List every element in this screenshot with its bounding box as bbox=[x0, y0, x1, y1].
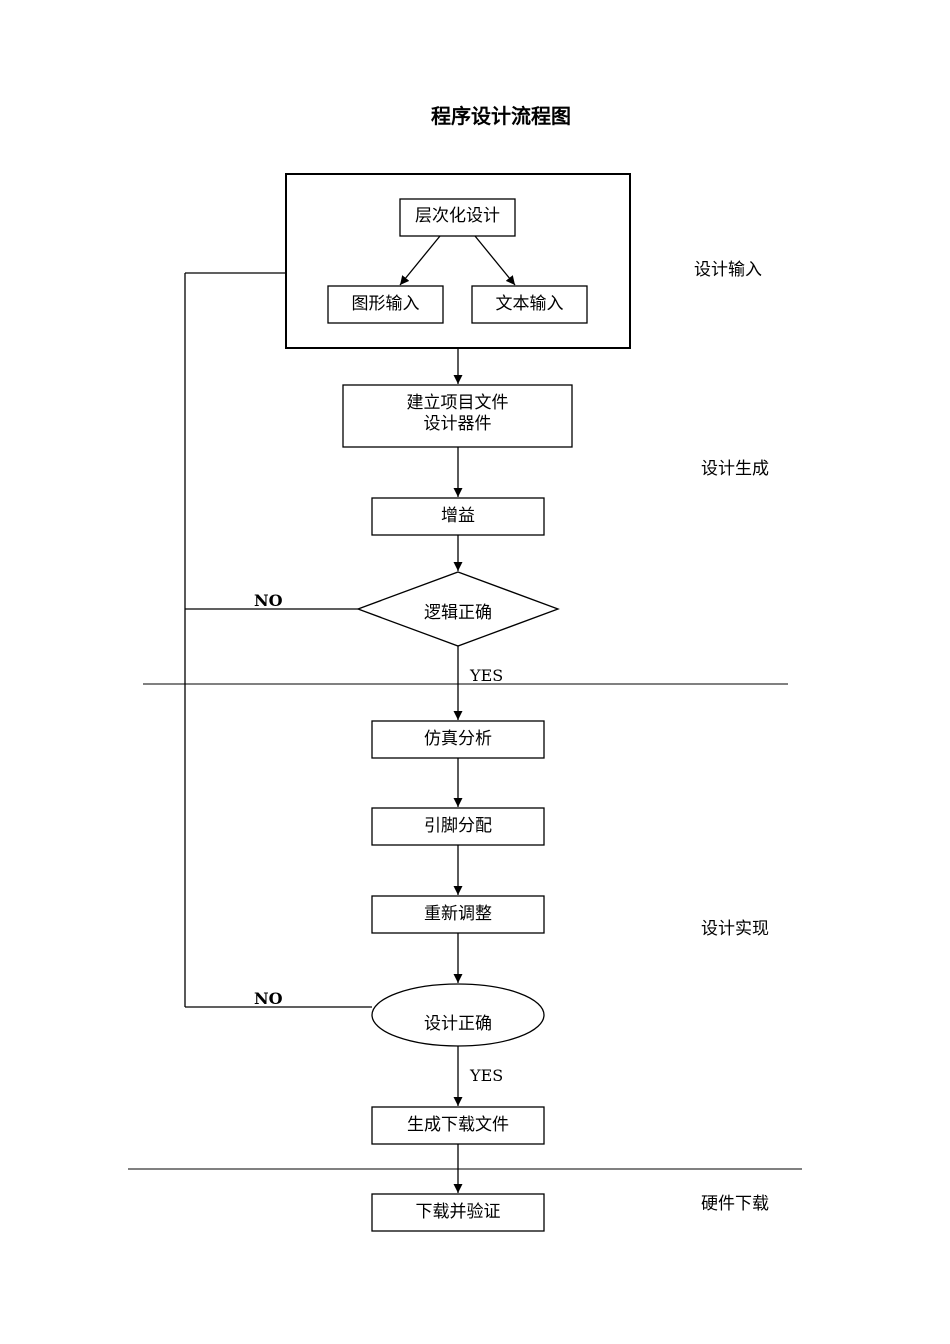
yes-label-design: YES bbox=[470, 1066, 504, 1085]
create-project-label-line1: 建立项目文件 bbox=[406, 393, 509, 413]
simulation-label: 仿真分析 bbox=[424, 729, 492, 749]
create-project-label-line2: 设计器件 bbox=[423, 414, 492, 434]
stage-label-hardware-download: 硬件下载 bbox=[701, 1194, 769, 1214]
hierarchical-design-box bbox=[399, 198, 516, 237]
download-verify-box bbox=[371, 1193, 545, 1232]
download-verify-label: 下载并验证 bbox=[415, 1202, 501, 1222]
arrow-to-graphic-input bbox=[399, 235, 441, 286]
text-input-label: 文本输入 bbox=[495, 294, 564, 314]
stage-label-design-input: 设计输入 bbox=[694, 260, 762, 280]
graphic-input-label: 图形输入 bbox=[351, 294, 420, 314]
readjust-label: 重新调整 bbox=[424, 904, 492, 924]
gain-label: 增益 bbox=[441, 506, 475, 526]
graphic-input-box bbox=[327, 285, 444, 324]
stage-label-design-generation: 设计生成 bbox=[701, 459, 769, 479]
no-label-design: NO bbox=[254, 989, 283, 1008]
text-input-box bbox=[471, 285, 588, 324]
design-input-group-box bbox=[285, 173, 631, 349]
pin-assignment-label: 引脚分配 bbox=[424, 816, 492, 836]
no-label-logic: NO bbox=[254, 591, 283, 610]
yes-label-logic: YES bbox=[470, 666, 504, 685]
design-correct-label: 设计正确 bbox=[424, 1014, 492, 1034]
page-title: 程序设计流程图 bbox=[431, 104, 571, 128]
stage-label-design-implementation: 设计实现 bbox=[701, 919, 769, 939]
generate-download-label: 生成下载文件 bbox=[407, 1115, 509, 1135]
logic-correct-label: 逻辑正确 bbox=[424, 603, 492, 623]
arrow-to-text-input bbox=[474, 235, 516, 286]
hierarchical-design-label: 层次化设计 bbox=[415, 206, 500, 226]
